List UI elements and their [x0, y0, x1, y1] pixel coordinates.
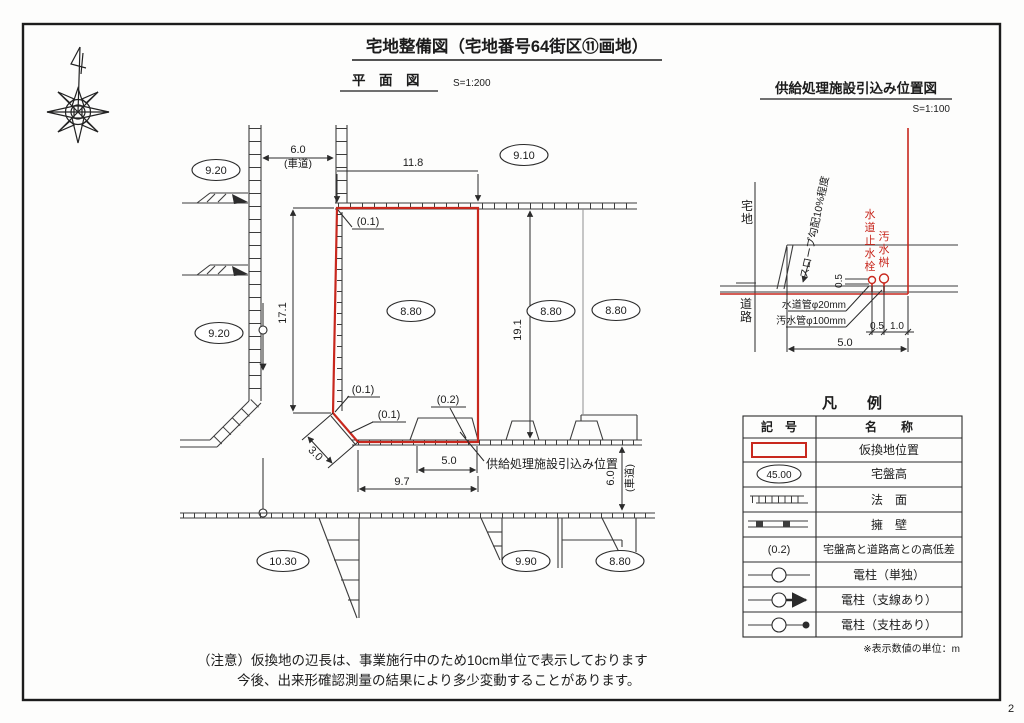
- caution-note: （注意）仮換地の辺長は、事業施行中のため10cm単位で表示しております 今後、出…: [197, 652, 648, 688]
- left-road-west-wall: [180, 125, 262, 448]
- page-number: 2: [1008, 703, 1014, 715]
- dim-left-height: 17.1: [277, 302, 289, 323]
- legend-name-5: 電柱（単独）: [853, 567, 925, 582]
- legend-sym-pole-guy: [748, 592, 808, 608]
- legend-sym-slope: [750, 495, 808, 504]
- legend-col-name: 名 称: [865, 419, 913, 434]
- note-line-2: 今後、出来形確認測量の結果により多少変動することがあります。: [237, 672, 640, 688]
- retaining-edge: [557, 517, 637, 568]
- legend-sym-lot: [751, 442, 807, 458]
- elev-right: 8.80: [605, 305, 626, 317]
- elev-left-mid: 9.20: [208, 328, 229, 340]
- legend-sym-elevation: [756, 464, 802, 484]
- slope-hatch: [318, 517, 360, 619]
- dim-total: 5.0: [837, 337, 852, 349]
- legend-name-0: 仮換地位置: [859, 442, 919, 457]
- slope-label: スロープ勾配10%程度: [797, 174, 832, 279]
- stopcock-label: 水道止水栓: [865, 208, 876, 273]
- dim-road-bottom-type: (車道): [623, 464, 636, 492]
- main-title: 宅地整備図（宅地番号64街区⑪画地）: [366, 36, 648, 56]
- supply-dimensions: [786, 247, 914, 353]
- dim-road-top-type: (車道): [284, 157, 312, 170]
- plan-view-title: 平 面 図: [352, 73, 420, 88]
- slope-hatch: [480, 517, 503, 561]
- legend-title: 凡 例: [822, 394, 882, 412]
- plan-scale: S=1:200: [453, 78, 491, 89]
- legend-col-symbol: 記 号: [761, 419, 797, 434]
- diff-mid: (0.1): [352, 384, 375, 396]
- north-compass-icon: [46, 46, 110, 144]
- legend-sym-diff-text: (0.2): [768, 544, 791, 556]
- dim-south-width: 9.7: [394, 476, 409, 488]
- site-label: 宅地: [741, 198, 753, 226]
- elev-top: 9.10: [513, 150, 534, 162]
- elevation-labels: 9.20 9.10 9.20 8.80 8.80 8.80 10.30 9.90…: [191, 143, 645, 573]
- diff-top: (0.1): [357, 216, 380, 228]
- left-road-east-wall: [335, 125, 348, 203]
- sewer-pipe-label: 汚水管φ100mm: [776, 314, 846, 327]
- legend-name-3: 擁 壁: [871, 517, 907, 532]
- utility-pole-guyed: [258, 303, 268, 371]
- dim-chamfer: 3.0: [305, 444, 324, 463]
- replotted-lot-outline: [331, 206, 480, 444]
- supply-scale: S=1:100: [912, 104, 950, 115]
- legend-name-4: 宅盤高と道路高との高低差: [823, 542, 955, 556]
- dim-road-bottom: 6.0: [605, 470, 617, 485]
- elev-mid: 8.80: [540, 306, 561, 318]
- note-line-1: （注意）仮換地の辺長は、事業施行中のため10cm単位で表示しております: [197, 652, 648, 668]
- dim-gap1: 0.5: [870, 321, 884, 332]
- dim-top-width: 11.8: [403, 157, 424, 169]
- pipe-leaders: [786, 285, 883, 328]
- title-block: 宅地整備図（宅地番号64街区⑪画地） 平 面 図 S=1:200: [340, 36, 662, 92]
- dim-gap2: 1.0: [890, 321, 904, 332]
- legend-name-2: 法 面: [871, 493, 907, 507]
- diff-low: (0.1): [378, 409, 401, 421]
- legend: 凡 例 記 号 名 称 45.00 (0.2): [742, 394, 963, 655]
- legend-sym-pole-strut: [748, 617, 810, 633]
- legend-table-grid: [742, 415, 963, 638]
- page-border: [21, 22, 1002, 702]
- water-stopcock-symbol: [867, 275, 877, 285]
- elev-parcel: 8.80: [400, 306, 421, 318]
- elev-left-top: 9.20: [205, 165, 226, 177]
- utility-pole-single: [258, 458, 268, 518]
- elev-bottom-mid: 9.90: [515, 556, 536, 568]
- diff-leaders: [334, 209, 485, 462]
- legend-sym-retaining-wall: [748, 520, 808, 528]
- sewer-basin-symbol: [878, 273, 890, 284]
- dim-ramp-width: 5.0: [441, 455, 456, 467]
- legend-name-7: 電柱（支柱あり）: [841, 617, 937, 632]
- lot-west-wall-ticks: [337, 212, 343, 411]
- supply-title: 供給処理施設引込み位置図: [774, 80, 937, 96]
- supply-detail-diagram: 供給処理施設引込み位置図 S=1:100 宅地 道路 スロープ勾配10%程度 水…: [720, 80, 958, 353]
- dim-right-height: 19.1: [512, 319, 524, 340]
- legend-sym-pole-single: [748, 567, 810, 583]
- diff-ramp: (0.2): [437, 394, 460, 406]
- water-pipe-label: 水道管φ20mm: [782, 298, 846, 311]
- legend-name-1: 宅盤高: [871, 466, 907, 481]
- plan-view: 6.0 (車道) 11.8 17.1 19.1 3.0 5.0 9.7 6.0 …: [180, 125, 655, 619]
- dim-road-top: 6.0: [290, 144, 305, 156]
- road-label: 道路: [740, 297, 752, 324]
- supply-ground-lines: [720, 182, 958, 352]
- plan-dimensions: [262, 154, 626, 511]
- legend-sym-elevation-text: 45.00: [766, 470, 791, 481]
- dim-depth: 0.5: [834, 274, 845, 288]
- legend-unit-note: ※表示数値の単位：m: [863, 642, 960, 655]
- elev-bottom-left: 10.30: [269, 556, 297, 568]
- west-driveway-ramp: [182, 192, 248, 204]
- elev-bottom-right: 8.80: [609, 556, 630, 568]
- sewer-basin-label: 汚水桝: [879, 230, 890, 269]
- south-road-north-edge: [330, 414, 642, 446]
- supply-point-label: 供給処理施設引込み位置: [486, 456, 618, 471]
- legend-name-6: 電柱（支線あり）: [841, 592, 937, 607]
- south-road-south-edge: [180, 512, 655, 519]
- west-driveway-ramp: [182, 264, 248, 276]
